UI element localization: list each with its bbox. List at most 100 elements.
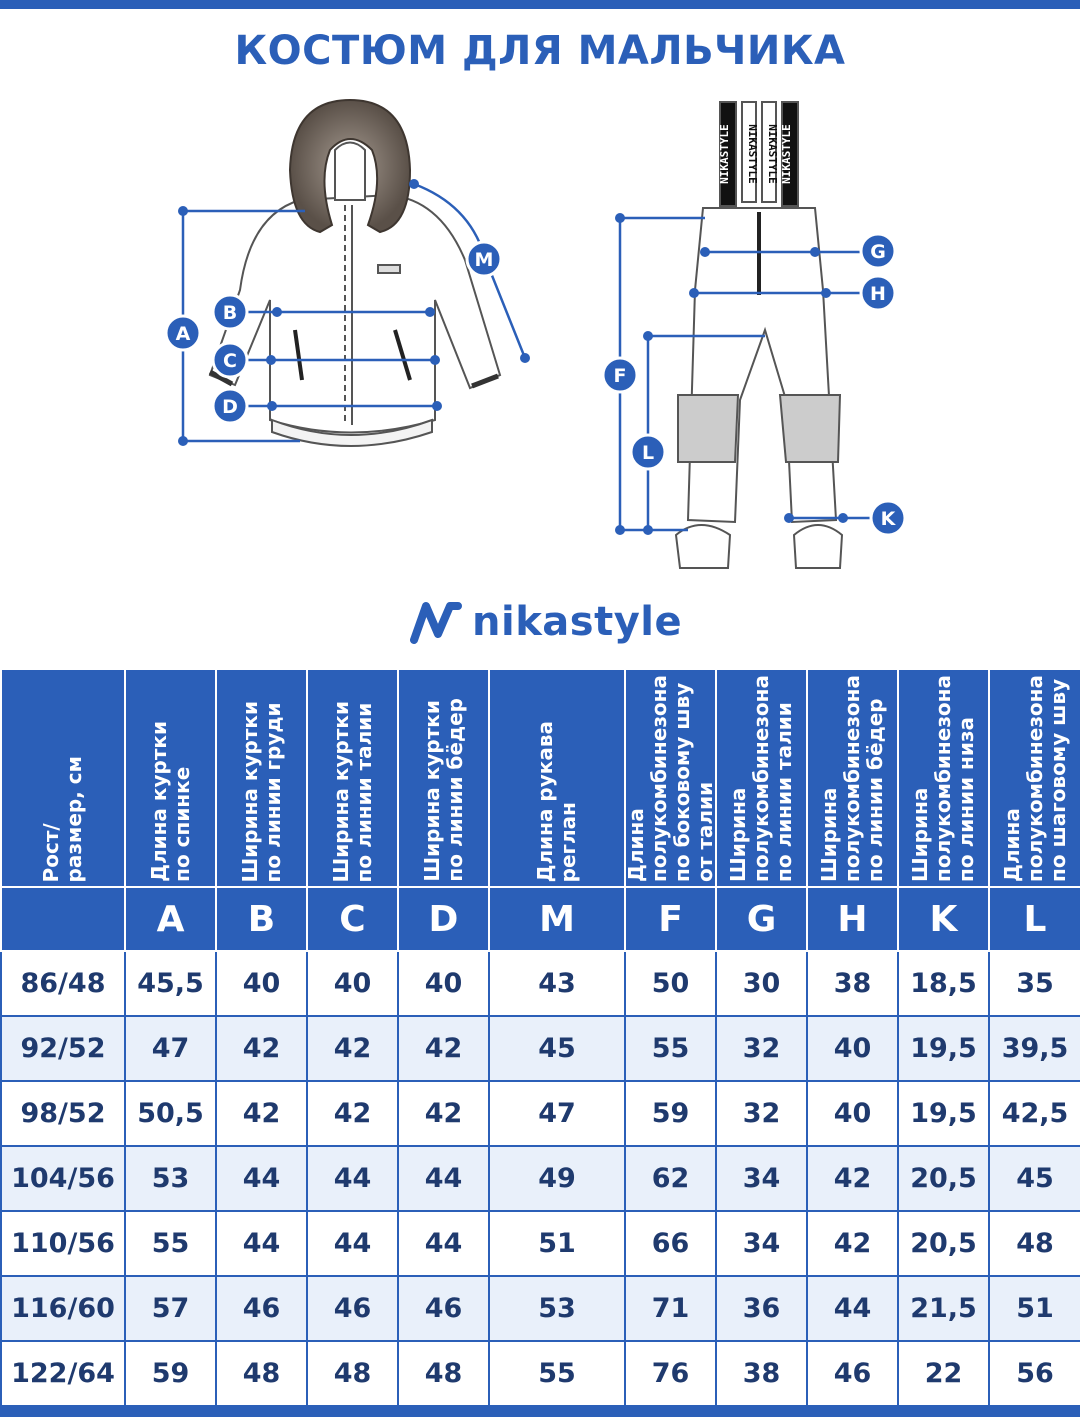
header-col-K: Ширина полукомбинезона по линии низа <box>897 668 990 888</box>
measure-cell: 46 <box>306 1275 399 1342</box>
measure-cell: 48 <box>215 1340 308 1407</box>
measure-cell: 55 <box>624 1015 717 1082</box>
svg-text:NIKASTYLE: NIKASTYLE <box>766 124 779 184</box>
measure-cell: 18,5 <box>897 950 990 1017</box>
measure-cell: 44 <box>397 1210 490 1277</box>
header-size: Рост/ размер, см <box>0 668 126 888</box>
header-col-H: Ширина полукомбинезона по линии бёдер <box>806 668 899 888</box>
page-title: КОСТЮМ ДЛЯ МАЛЬЧИКА <box>234 28 846 74</box>
measure-cell: 48 <box>306 1340 399 1407</box>
size-cell: 92/52 <box>0 1015 126 1082</box>
measure-cell: 44 <box>215 1145 308 1212</box>
header-letter-D: D <box>397 886 490 952</box>
measure-cell: 42 <box>215 1080 308 1147</box>
measure-cell: 42 <box>806 1210 899 1277</box>
strap-text: NIKASTYLE NIKASTYLE NIKASTYLE NIKASTYLE <box>718 124 793 184</box>
measure-cell: 42 <box>215 1015 308 1082</box>
header-letter-F: F <box>624 886 717 952</box>
measure-cell: 42,5 <box>988 1080 1080 1147</box>
measure-cell: 55 <box>488 1340 626 1407</box>
header-letter-B: B <box>215 886 308 952</box>
measure-cell: 50 <box>624 950 717 1017</box>
measure-markers <box>164 232 907 537</box>
marker-C <box>211 341 249 379</box>
measure-cell: 76 <box>624 1340 717 1407</box>
measure-cell: 40 <box>806 1015 899 1082</box>
measure-cell: 45 <box>988 1145 1080 1212</box>
size-cell: 122/64 <box>0 1340 126 1407</box>
measure-cell: 45 <box>488 1015 626 1082</box>
marker-G <box>859 232 897 270</box>
measure-cell: 45,5 <box>124 950 217 1017</box>
header-letter-size <box>0 886 126 952</box>
size-chart-table: Рост/ размер, см Длина куртки по спинке … <box>0 668 1080 1407</box>
measure-cell: 53 <box>488 1275 626 1342</box>
marker-B <box>211 293 249 331</box>
measure-cell: 42 <box>306 1080 399 1147</box>
measure-cell: 38 <box>806 950 899 1017</box>
header-letter-A: A <box>124 886 217 952</box>
marker-H <box>859 274 897 312</box>
svg-text:L: L <box>642 442 654 464</box>
size-cell: 98/52 <box>0 1080 126 1147</box>
jacket-drawing <box>208 193 502 447</box>
jacket-measure-dots <box>178 179 530 446</box>
measure-cell: 40 <box>215 950 308 1017</box>
header-col-M: Длина рукава реглан <box>488 668 626 888</box>
marker-M <box>465 240 503 278</box>
measure-cell: 19,5 <box>897 1080 990 1147</box>
garment-diagram: NIKASTYLE NIKASTYLE NIKASTYLE NIKASTYLE <box>164 98 907 569</box>
svg-text:F: F <box>614 365 627 387</box>
marker-A <box>164 314 202 352</box>
measure-cell: 20,5 <box>897 1210 990 1277</box>
svg-text:A: A <box>176 323 191 345</box>
measure-cell: 44 <box>397 1145 490 1212</box>
measure-cell: 39,5 <box>988 1015 1080 1082</box>
marker-K <box>869 499 907 537</box>
marker-D <box>211 387 249 425</box>
brand-logo: nikastyle <box>408 596 682 648</box>
measure-cell: 20,5 <box>897 1145 990 1212</box>
header-col-F: Длина полукомбинезона по боковому шву от… <box>624 668 717 888</box>
measure-cell: 44 <box>806 1275 899 1342</box>
measure-cell: 44 <box>215 1210 308 1277</box>
size-cell: 86/48 <box>0 950 126 1017</box>
marker-L <box>629 433 667 471</box>
header-col-C: Ширина куртки по линии талии <box>306 668 399 888</box>
measure-cell: 34 <box>715 1145 808 1212</box>
measure-cell: 44 <box>306 1145 399 1212</box>
measure-cell: 35 <box>988 950 1080 1017</box>
header-letter-K: K <box>897 886 990 952</box>
measure-cell: 46 <box>806 1340 899 1407</box>
measure-cell: 42 <box>397 1015 490 1082</box>
svg-text:NIKASTYLE: NIKASTYLE <box>746 124 759 184</box>
header-letter-M: M <box>488 886 626 952</box>
header-letter-C: C <box>306 886 399 952</box>
overalls-measure-lines <box>618 216 885 532</box>
overalls-drawing <box>674 101 844 569</box>
svg-text:NIKASTYLE: NIKASTYLE <box>718 124 731 184</box>
measure-cell: 53 <box>124 1145 217 1212</box>
svg-text:C: C <box>223 350 237 372</box>
brand-mark-icon <box>410 602 462 644</box>
measure-cell: 44 <box>306 1210 399 1277</box>
measure-cell: 66 <box>624 1210 717 1277</box>
header-col-L: Длина полукомбинезона по шаговому шву <box>988 668 1080 888</box>
measure-cell: 40 <box>306 950 399 1017</box>
measure-cell: 22 <box>897 1340 990 1407</box>
measure-cell: 62 <box>624 1145 717 1212</box>
measure-cell: 59 <box>124 1340 217 1407</box>
size-cell: 104/56 <box>0 1145 126 1212</box>
measure-cell: 46 <box>215 1275 308 1342</box>
measure-cell: 48 <box>988 1210 1080 1277</box>
measure-cell: 71 <box>624 1275 717 1342</box>
header-col-B: Ширина куртки по линии груди <box>215 668 308 888</box>
size-cell: 116/60 <box>0 1275 126 1342</box>
